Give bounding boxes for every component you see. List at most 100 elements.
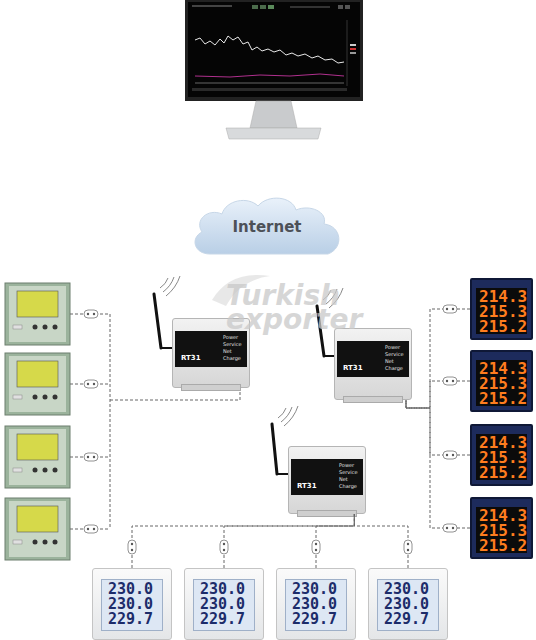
led-display: 214.3215.3215.2 [476, 360, 527, 406]
watermark: Turkish exporter [226, 284, 391, 332]
wire-connector [132, 514, 354, 568]
lcd-meter [5, 426, 70, 488]
plug-icon [312, 540, 320, 554]
display-reading: 214.3 [479, 508, 527, 523]
toolbar-button [338, 5, 343, 9]
antenna-mount [277, 473, 288, 475]
lcd-meter [5, 283, 70, 345]
status-label: Service [339, 469, 357, 475]
chart-legend [350, 48, 356, 50]
meter-face [9, 286, 66, 342]
led-display: 214.3215.3215.2 [476, 288, 527, 334]
wire-connector [406, 381, 470, 408]
signal-wave [160, 278, 168, 288]
status-label: Power [223, 334, 238, 340]
toolbar-button [252, 5, 258, 9]
chart-legend [350, 52, 356, 54]
display-reading: 230.0 [108, 582, 162, 597]
antenna [272, 424, 277, 474]
chart-legend [350, 44, 356, 46]
signal-wave [278, 408, 286, 418]
meter-bezel [5, 426, 70, 488]
display-reading: 215.3 [479, 376, 527, 391]
meter-display [17, 434, 58, 460]
status-label: Charge [339, 483, 357, 489]
display-reading: 214.3 [479, 361, 527, 376]
display-reading: 214.3 [479, 435, 527, 450]
device-name: RT31 [343, 364, 363, 372]
din-rail-clip [181, 384, 241, 391]
wire-connector [224, 514, 354, 568]
display-reading: 230.0 [108, 597, 162, 612]
monitor-base [226, 128, 321, 139]
meter-button [53, 468, 58, 473]
meter-button [33, 325, 38, 330]
toolbar-button [260, 5, 266, 9]
meter-face [9, 501, 66, 557]
status-label: Charge [223, 355, 241, 361]
lcd-meter [5, 353, 70, 415]
internet-cloud: Internet [188, 192, 346, 262]
device-name: RT31 [181, 354, 201, 362]
plug-icon [220, 540, 228, 554]
toolbar-button [268, 5, 274, 9]
status-label: Net [339, 476, 348, 482]
display-reading: 229.7 [108, 612, 162, 627]
meter-button [33, 395, 38, 400]
chart-line [195, 74, 344, 77]
plug-icon [84, 310, 98, 318]
meter-display [17, 291, 58, 317]
led-display: 214.3215.3215.2 [476, 434, 527, 480]
display-reading: 229.7 [200, 612, 254, 627]
gateway-box: RT31PowerServiceNetCharge [288, 446, 366, 514]
chart-axis [347, 20, 348, 86]
status-label: Power [339, 462, 354, 468]
display-reading: 215.2 [479, 319, 527, 334]
meter-display [17, 361, 58, 387]
meter-button [33, 468, 38, 473]
display-reading: 229.7 [384, 612, 438, 627]
meter-button [13, 395, 22, 399]
chart-axis-ticks [192, 88, 347, 91]
chart-line [195, 83, 344, 84]
din-rail-clip [343, 396, 403, 403]
lcd-display: 230.0230.0229.7 [377, 579, 439, 631]
plug-dots [87, 308, 454, 551]
meter-button [43, 540, 48, 545]
meter-button [43, 395, 48, 400]
plug-icon [443, 524, 457, 532]
meter-bezel [5, 498, 70, 560]
wire [110, 314, 111, 529]
cloud-outline [195, 198, 339, 254]
display-reading: 229.7 [292, 612, 346, 627]
display-reading: 215.2 [479, 391, 527, 406]
display-reading: 215.3 [479, 304, 527, 319]
meter-button [13, 325, 22, 329]
lcd-display: 230.0230.0229.7 [285, 579, 347, 631]
display-reading: 214.3 [479, 289, 527, 304]
antenna-mount [324, 355, 334, 357]
meter-button [53, 395, 58, 400]
toolbar-button [345, 5, 350, 9]
plug-icon [84, 525, 98, 533]
din-rail-clip [297, 510, 357, 517]
gateway-box: RT31PowerServiceNetCharge [334, 328, 412, 400]
monitor-screen [188, 2, 360, 97]
wire-connector [406, 400, 470, 455]
meter-bezel [5, 353, 70, 415]
display-reading: 230.0 [200, 582, 254, 597]
meter-button [33, 540, 38, 545]
lcd-meter: 230.0230.0229.7 [92, 568, 172, 640]
led-meter: 214.3215.3215.2 [470, 424, 533, 486]
led-display: 214.3215.3215.2 [476, 507, 527, 553]
lcd-display: 230.0230.0229.7 [101, 579, 163, 631]
signal-wave [166, 276, 180, 296]
meter-button [43, 468, 48, 473]
lcd-meter: 230.0230.0229.7 [368, 568, 448, 640]
display-reading: 215.3 [479, 523, 527, 538]
monitor-neck [250, 101, 297, 128]
lcd-meter [5, 498, 70, 560]
status-label: Charge [385, 365, 403, 371]
plug-icon [84, 380, 98, 388]
display-reading: 230.0 [292, 597, 346, 612]
